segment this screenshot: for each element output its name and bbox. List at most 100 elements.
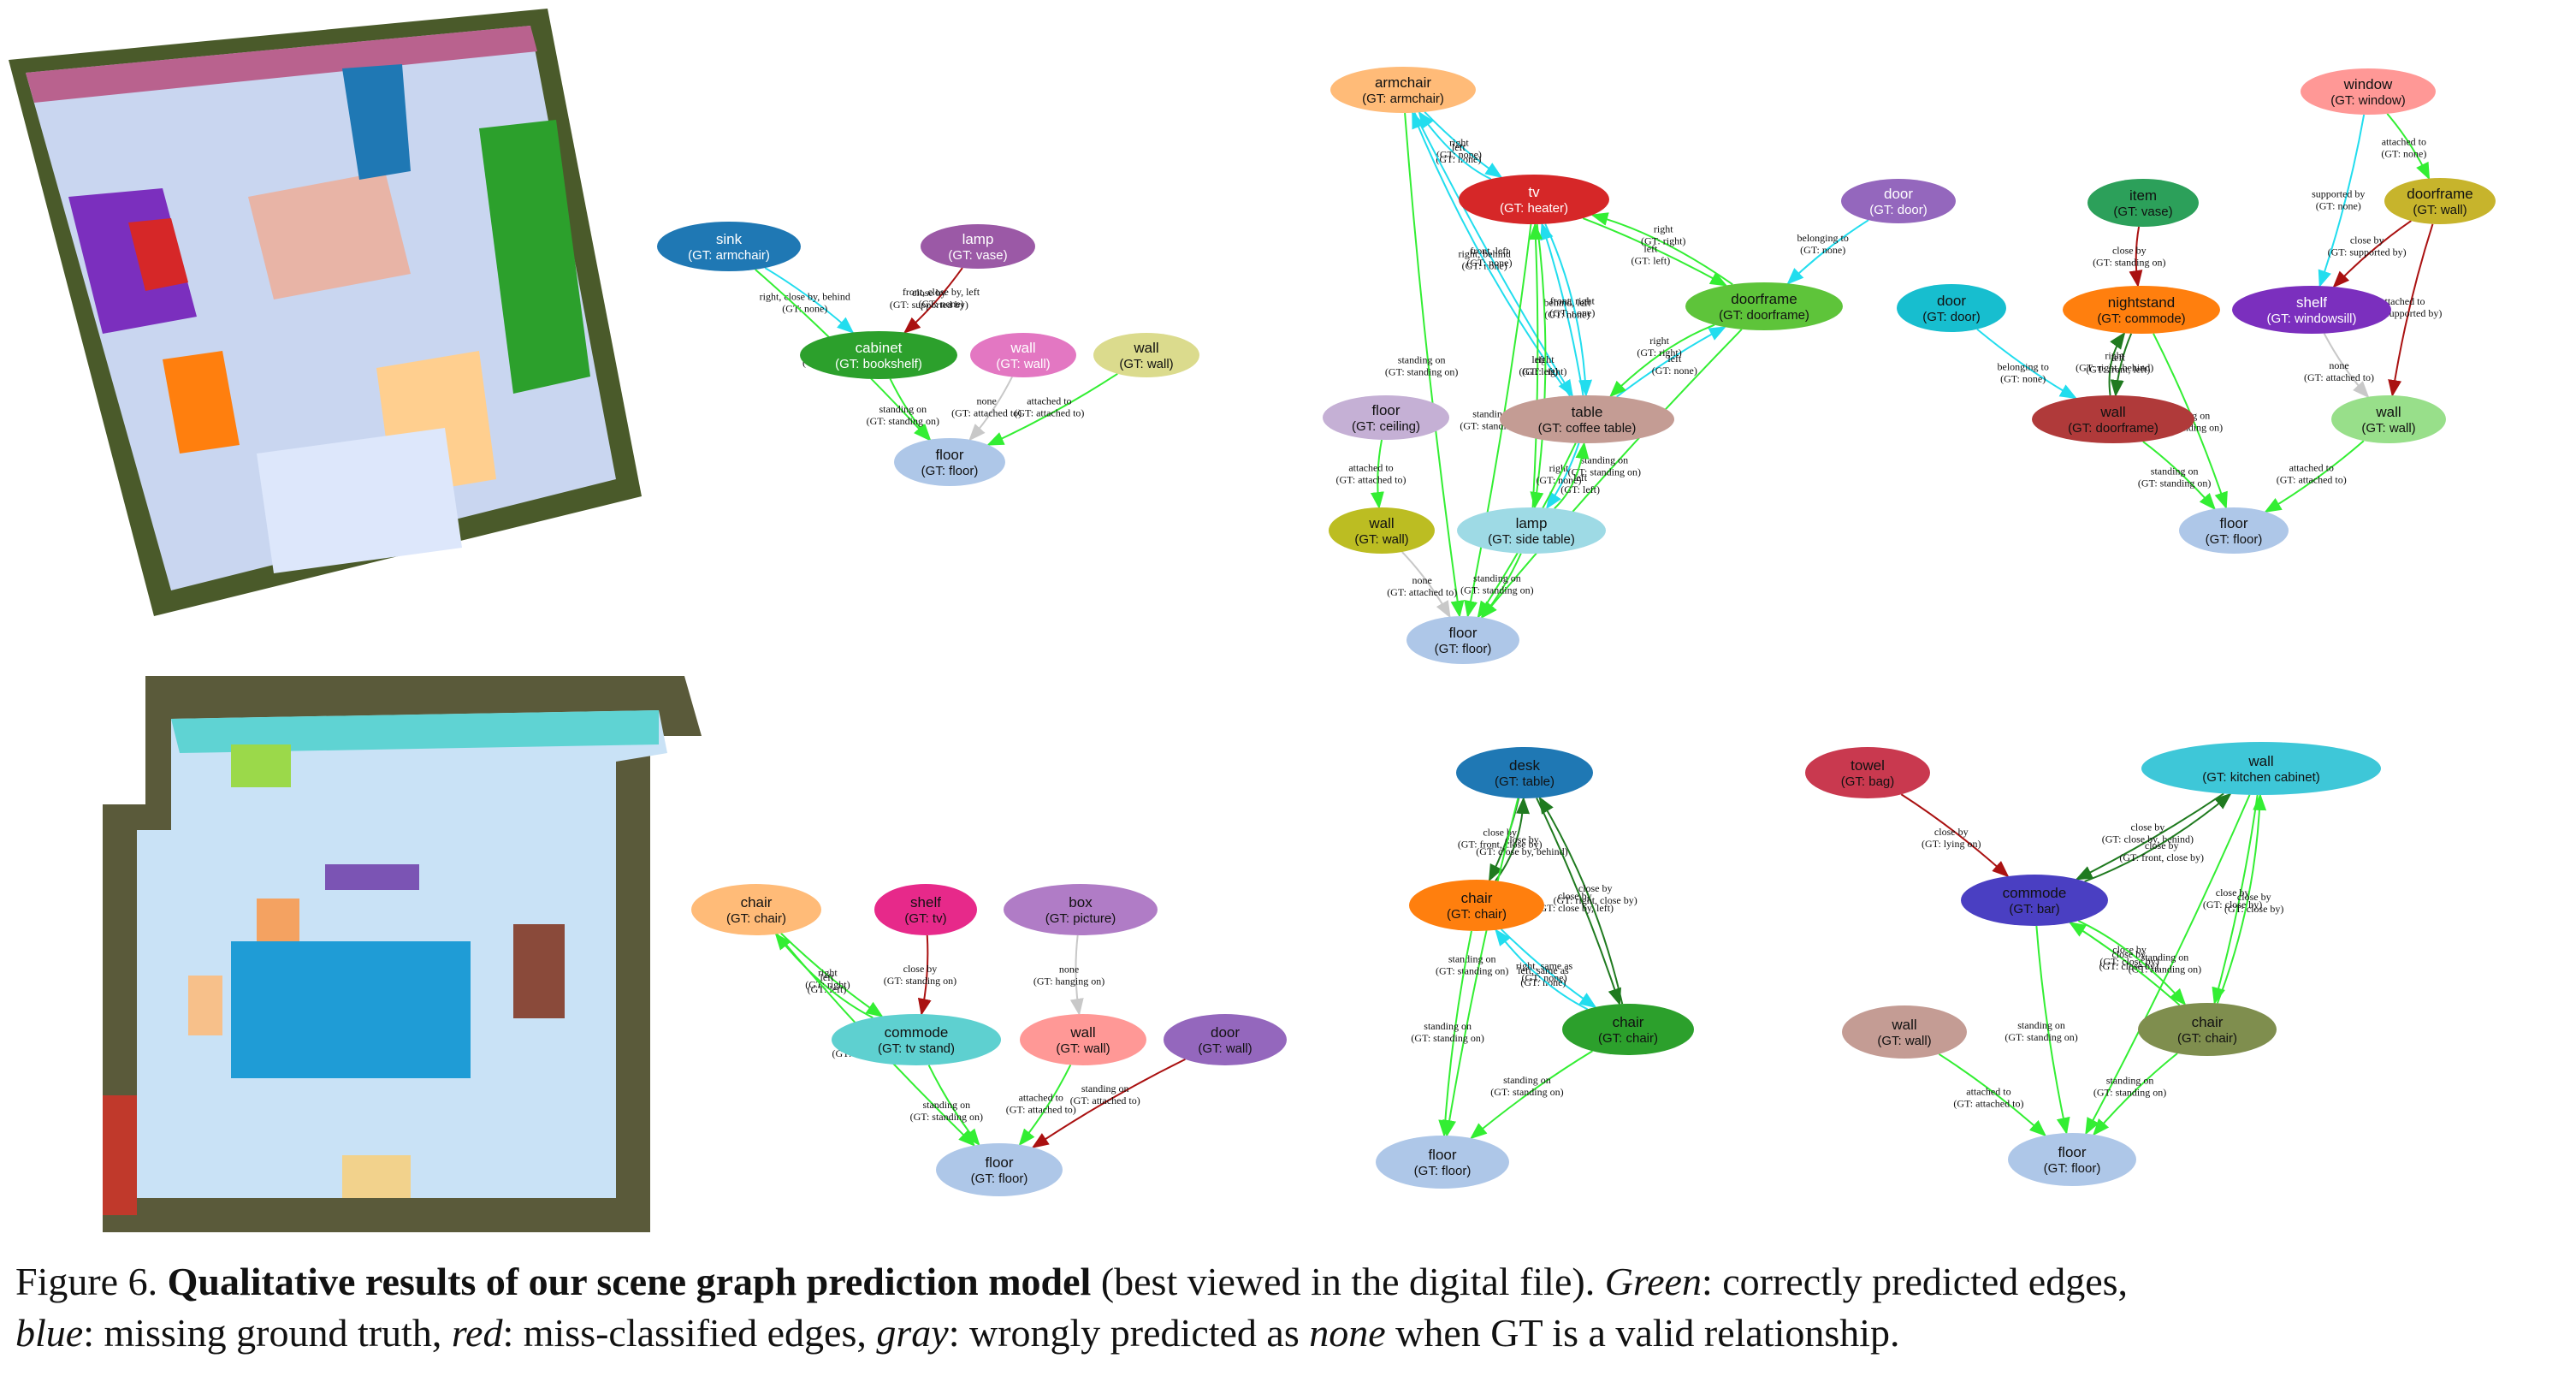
edge-label: (GT: right, close by) — [1554, 894, 1637, 906]
edge-label: (GT: close by) — [2224, 903, 2283, 915]
node-label: sink — [716, 231, 743, 247]
edge-scene-1-middle-13: left(GT: none) — [1616, 326, 1726, 398]
node-chair: chair(GT: chair) — [691, 884, 821, 935]
edge-label: (GT: none) — [1800, 244, 1845, 256]
edge-line — [2035, 925, 2070, 1136]
node-gt-label: (GT: floor) — [1414, 1164, 1472, 1178]
edge-line — [774, 933, 873, 1019]
edge-label: (GT: front, close by) — [2119, 851, 2204, 863]
edge-line — [1480, 553, 1522, 620]
node-gt-label: (GT: bar) — [2009, 902, 2059, 916]
node-doorframe: doorframe(GT: doorframe) — [1685, 282, 1843, 330]
edge-label: (GT: attached to) — [1006, 1103, 1076, 1115]
edge-line — [1495, 928, 1589, 1011]
edge-line — [2212, 794, 2259, 1005]
edge-scene-1-middle-6: right(GT: right) — [1590, 212, 1733, 286]
node-label: chair — [741, 894, 773, 910]
edge-label: (GT: attached to) — [1070, 1094, 1140, 1106]
node-nightstand: nightstand(GT: commode) — [2063, 286, 2220, 334]
edge-label: (GT: right, behind) — [2076, 362, 2153, 374]
node-wall: wall(GT: wall) — [1329, 507, 1435, 554]
node-gt-label: (GT: chair) — [1447, 907, 1507, 922]
edge-label: right — [1654, 223, 1673, 235]
node-label: lamp — [1516, 515, 1548, 531]
node-floor: floor(GT: floor) — [1406, 616, 1519, 664]
caption-term-blue: blue — [15, 1311, 84, 1355]
edge-label: (GT: attached to) — [2277, 473, 2347, 485]
edge-label: (GT: none) — [2316, 200, 2361, 212]
node-gt-label: (GT: vase) — [2113, 205, 2172, 219]
node-gt-label: (GT: wall) — [1056, 1041, 1110, 1056]
edge-label: (GT: standing on) — [1411, 1032, 1483, 1044]
node-label: commode — [2003, 885, 2067, 901]
edge-scene-1-middle-0: left(GT: none) — [1424, 111, 1503, 179]
node-ellipse — [874, 884, 977, 935]
node-label: commode — [885, 1024, 949, 1041]
edge-line — [1529, 222, 1543, 508]
node-gt-label: (GT: picture) — [1045, 911, 1116, 926]
edge-label: attached to — [1966, 1085, 2010, 1097]
node-gt-label: (GT: floor) — [971, 1171, 1028, 1186]
edge-label: (GT: right) — [1641, 235, 1685, 247]
edge-label: close by — [903, 963, 938, 975]
edge-label: standing on — [1503, 1074, 1551, 1086]
edge-line — [1786, 219, 1869, 285]
edge-scene-1-middle-2: standing on(GT: standing on) — [1385, 112, 1465, 619]
edge-label: (GT: none) — [1466, 257, 1512, 269]
node-ellipse — [2384, 178, 2496, 224]
edge-label: left — [1452, 141, 1466, 153]
node-ellipse — [1961, 875, 2108, 926]
node-ellipse — [1841, 179, 1956, 223]
edge-label: (GT: standing on) — [1460, 584, 1533, 596]
node-doorframe: doorframe(GT: wall) — [2384, 178, 2496, 224]
node-gt-label: (GT: floor) — [2206, 532, 2263, 547]
node-floor: floor(GT: floor) — [2179, 507, 2289, 554]
node-label: box — [1069, 894, 1093, 910]
edge-scene-2-middle-7: standing on(GT: standing on) — [1411, 930, 1484, 1138]
edge-scene-1-left-0: right, close by, behind(GT: none) — [760, 267, 855, 334]
edge-line — [1554, 441, 1590, 510]
edge-label: close by — [2350, 234, 2384, 246]
edge-label: (GT: none) — [782, 303, 827, 315]
edge-label: (GT: attached to) — [2304, 371, 2374, 383]
node-shelf: shelf(GT: tv) — [874, 884, 977, 935]
node-gt-label: (GT: chair) — [726, 911, 786, 926]
edge-label: front, left — [1470, 245, 1509, 257]
figure-caption: Figure 6. Qualitative results of our sce… — [15, 1256, 2565, 1359]
edge-scene-2-middle-5: right, same as(GT: none) — [1495, 928, 1589, 1011]
caption-term-red: red — [451, 1311, 503, 1355]
edge-label: right — [2105, 350, 2124, 362]
caption-text-none: when GT is a valid relationship. — [1385, 1311, 1900, 1355]
edge-scene-1-middle-17: left(GT: left) — [1554, 441, 1600, 510]
edge-label: right, same as — [1516, 960, 1573, 972]
node-ellipse — [800, 331, 957, 379]
edge-scene-2-left-5: standing on(GT: standing on) — [910, 1065, 983, 1147]
edge-scene-1-right-1: supported by(GT: none) — [2312, 114, 2365, 288]
edge-label: (GT: none) — [1536, 474, 1581, 486]
edge-line — [903, 267, 963, 334]
edge-scene-2-middle-8: standing on(GT: standing on) — [1470, 1050, 1593, 1140]
edge-label: left — [1531, 353, 1546, 365]
edge-scene-2-middle-4: left, same as(GT: none) — [1500, 928, 1597, 1009]
edge-label: right, close by, behind — [760, 291, 850, 303]
edge-label: belonging to — [1797, 232, 1849, 244]
node-ellipse — [1004, 884, 1158, 935]
node-ellipse — [1020, 1014, 1146, 1065]
edge-label: (GT: front, close by) — [1458, 839, 1543, 851]
node-label: chair — [1613, 1014, 1644, 1030]
node-label: floor — [2058, 1144, 2086, 1160]
edge-scene-2-left-1: right(GT: right) — [774, 933, 873, 1019]
edge-scene-2-right-2: close by(GT: front, close by) — [2084, 792, 2232, 882]
caption-text-green: : correctly predicted edges, — [1701, 1260, 2129, 1303]
edge-label: (GT: attached to) — [951, 407, 1022, 419]
edge-label: (GT: standing on) — [867, 415, 939, 427]
node-ellipse — [832, 1014, 1001, 1065]
edge-label: (GT: standing on) — [2093, 256, 2165, 268]
node-label: armchair — [1375, 74, 1431, 91]
node-gt-label: (GT: armchair) — [688, 248, 770, 263]
edge-line — [2264, 440, 2365, 513]
edge-scene-1-middle-3: right, behind(GT: none) — [1413, 112, 1573, 398]
edge-label: (GT: standing on) — [1568, 466, 1641, 477]
node-label: floor — [1428, 1147, 1456, 1163]
edge-scene-2-right-0: close by(GT: lying on) — [1900, 793, 2010, 878]
